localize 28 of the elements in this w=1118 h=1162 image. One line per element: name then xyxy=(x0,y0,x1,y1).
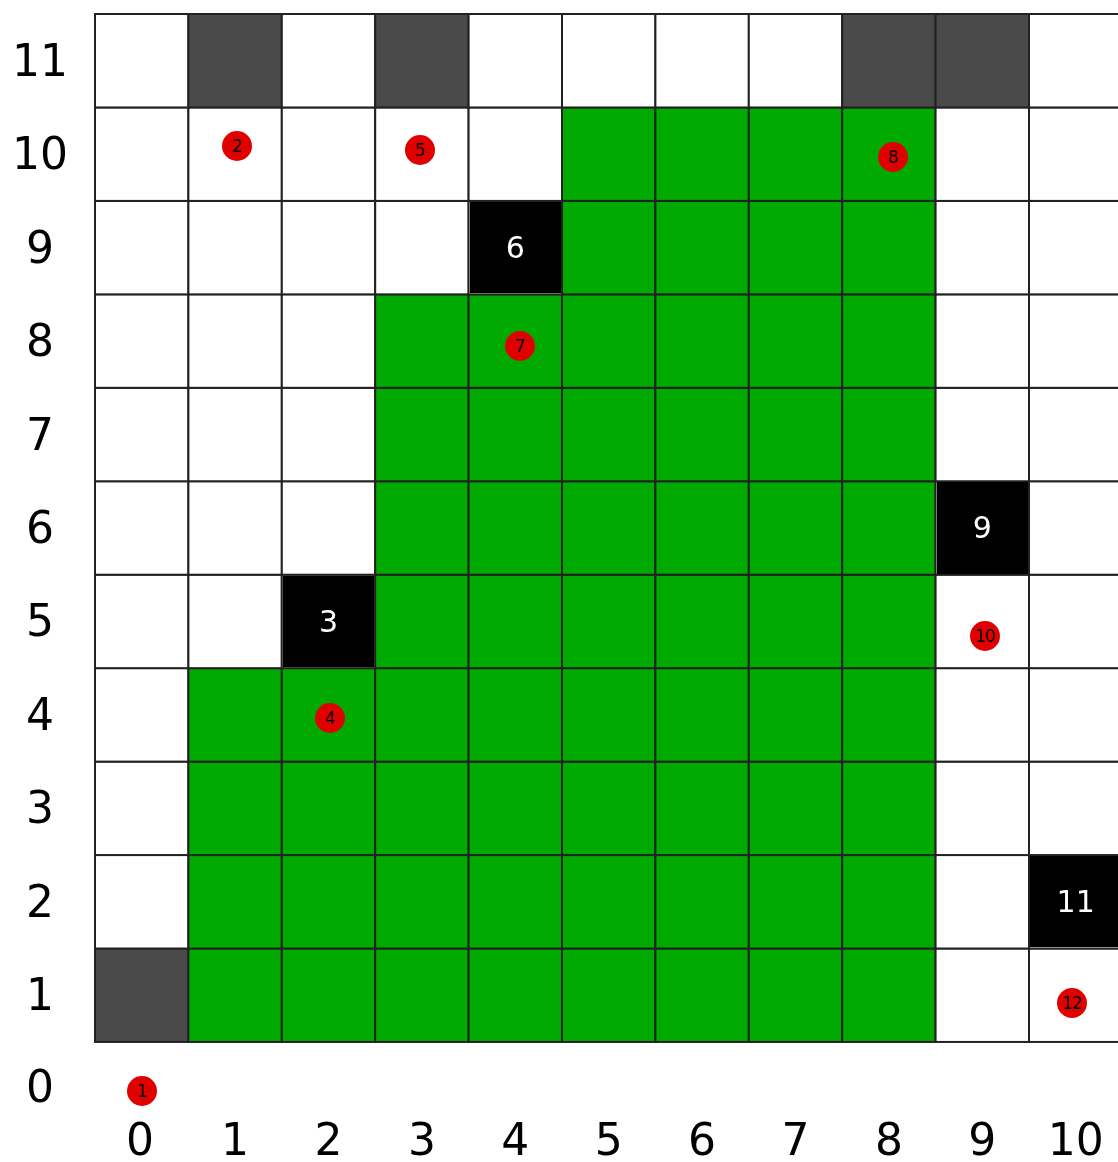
row-number: 11 xyxy=(11,35,69,86)
row-number: 5 xyxy=(25,596,55,647)
column-number: 3 xyxy=(406,1115,437,1162)
column-number: 1 xyxy=(220,1115,251,1162)
column-number: 6 xyxy=(687,1115,718,1162)
row-number: 6 xyxy=(25,502,55,553)
column-number: 9 xyxy=(967,1115,998,1162)
cell-number: 6 xyxy=(469,201,561,294)
row-number: 7 xyxy=(25,409,55,460)
column-number: 2 xyxy=(313,1115,344,1162)
column-number: 8 xyxy=(873,1115,904,1162)
cell-number: 3 xyxy=(282,575,375,668)
column-number: 7 xyxy=(780,1115,811,1162)
column-number: 0 xyxy=(125,1115,155,1162)
column-number: 5 xyxy=(593,1115,624,1162)
row-number: 2 xyxy=(25,876,55,927)
column-number: 4 xyxy=(500,1115,531,1162)
row-number: 9 xyxy=(25,222,55,273)
cell-number: 9 xyxy=(936,482,1028,574)
row-number: 10 xyxy=(11,129,69,180)
row-number: 4 xyxy=(25,689,55,740)
row-number: 0 xyxy=(25,1062,55,1112)
row-number: 8 xyxy=(25,316,55,367)
column-number: 10 xyxy=(1046,1115,1105,1162)
row-number: 1 xyxy=(25,970,55,1021)
row-number: 3 xyxy=(25,783,55,834)
numbered-marker: 1 xyxy=(127,1076,157,1106)
cell-number: 11 xyxy=(1030,856,1118,948)
